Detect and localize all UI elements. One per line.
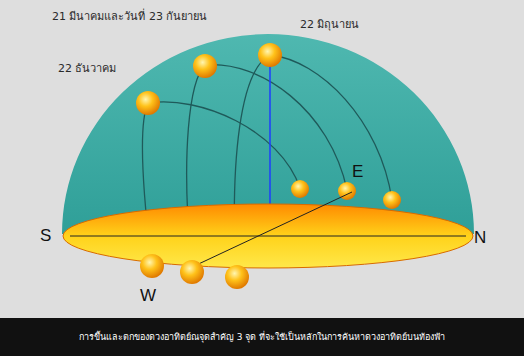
date-label: 21 มีนาคมและวันที่ 23 กันยายน (52, 10, 207, 23)
date-label: 22 ธันวาคม (58, 62, 117, 75)
sunrise-dec (291, 180, 309, 198)
south-north-line (70, 236, 466, 237)
caption-bar: การขึ้นและตกของดวงอาทิตย์ณจุดสำคัญ 3 จุด… (0, 318, 524, 356)
direction-label: N (474, 228, 486, 248)
sun-june (258, 43, 282, 67)
caption-text: การขึ้นและตกของดวงอาทิตย์ณจุดสำคัญ 3 จุด… (79, 330, 445, 344)
direction-label: S (40, 226, 51, 246)
ground-plane (63, 204, 473, 268)
sunset-equinox (180, 260, 204, 284)
direction-label: E (352, 162, 363, 182)
sunrise-jun (383, 191, 401, 209)
sun-equinox (193, 54, 217, 78)
sunset-dec (140, 254, 164, 278)
east-west-line (190, 192, 352, 268)
sun-december (136, 91, 160, 115)
date-label: 22 มิถุนายน (300, 18, 360, 31)
sunset-jun (225, 265, 249, 289)
direction-label: W (140, 286, 156, 306)
